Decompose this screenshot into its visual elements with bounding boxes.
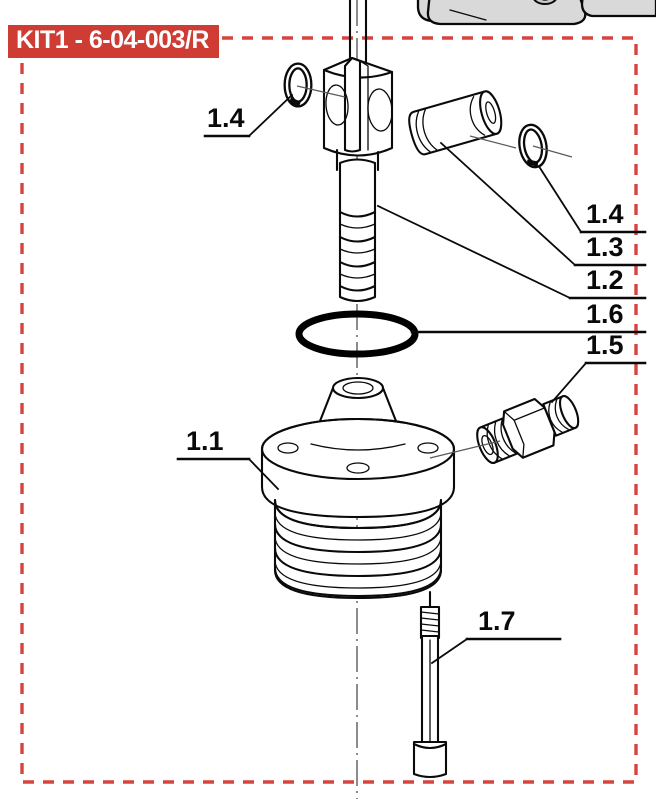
part-label-1-3: 1.3 [586, 232, 624, 262]
kit-badge: KIT1 - 6-04-003/R [8, 25, 219, 58]
upper-bracket-fragment [416, 0, 656, 26]
part-label-1-4-left: 1.4 [207, 103, 245, 133]
part-label-1-6: 1.6 [586, 299, 624, 329]
kit-boundary [20, 36, 638, 784]
part-label-1-2: 1.2 [586, 265, 624, 295]
part-snap-ring-left [283, 62, 313, 108]
part-bushing-pin [408, 90, 503, 156]
leader-1-5 [429, 361, 647, 459]
part-long-bolt [412, 590, 448, 779]
part-label-1-1: 1.1 [186, 426, 224, 456]
leader-1-1 [176, 457, 280, 491]
leader-1-7 [430, 637, 562, 665]
part-label-1-5: 1.5 [586, 330, 624, 360]
leader-1-4-right [532, 145, 647, 234]
part-main-body [260, 376, 456, 600]
part-label-1-7: 1.7 [478, 606, 516, 636]
part-clevis-block [322, 0, 394, 172]
part-threaded-fitting [476, 394, 580, 465]
part-large-oring [295, 310, 419, 358]
part-threaded-shaft [338, 158, 377, 303]
leader-1-2 [376, 204, 647, 300]
leader-1-4-left [203, 85, 346, 138]
part-label-1-4-right: 1.4 [586, 199, 624, 229]
part-snap-ring-right [518, 123, 548, 169]
leader-1-3 [439, 135, 647, 267]
